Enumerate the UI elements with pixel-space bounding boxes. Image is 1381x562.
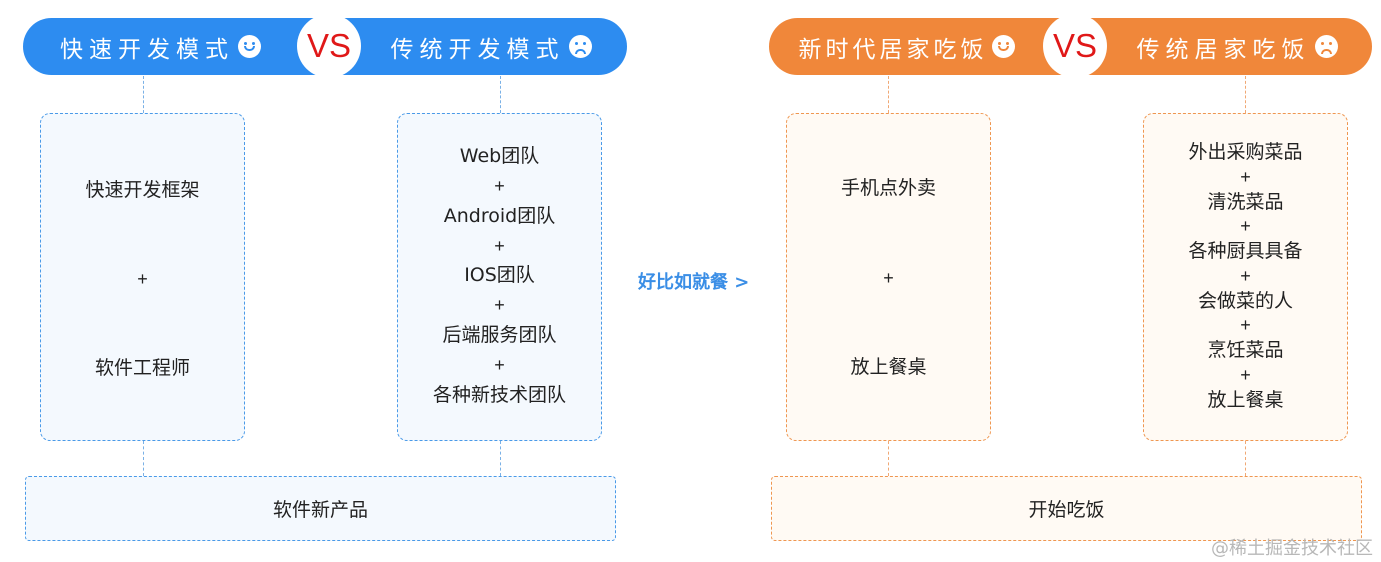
box-line: 各种厨具具备 — [1188, 240, 1303, 262]
box-line: 清洗菜品 — [1207, 191, 1284, 213]
plus-sign: + — [1240, 216, 1251, 236]
smile-face-icon — [991, 35, 1015, 58]
right-header-left-text: 新时代居家吃饭 — [798, 36, 988, 63]
plus-sign: + — [1240, 167, 1251, 187]
box-line: Web团队 — [459, 145, 540, 167]
sad-face-icon — [568, 35, 592, 58]
fast-dev-box: 快速开发框架 + 软件工程师 — [40, 113, 245, 441]
connector-line — [888, 76, 889, 113]
plus-sign: + — [494, 176, 505, 196]
connector-line — [500, 76, 501, 113]
box-line: IOS团队 — [464, 264, 535, 286]
watermark: @稀土掘金技术社区 — [1211, 538, 1373, 559]
plus-sign: + — [494, 295, 505, 315]
smile-face-icon — [238, 35, 261, 58]
connector-line — [143, 441, 144, 476]
plus-sign: + — [494, 355, 505, 375]
box-line: 会做菜的人 — [1197, 290, 1293, 312]
box-line: 放上餐桌 — [850, 356, 927, 378]
box-line: 各种新技术团队 — [432, 384, 566, 406]
plus-sign: + — [1240, 365, 1251, 385]
traditional-dev-box: Web团队 + Android团队 + IOS团队 + 后端服务团队 + 各种新… — [397, 113, 602, 441]
left-header-right-title: 传统开发模式 — [355, 18, 627, 75]
right-result-box: 开始吃饭 — [771, 476, 1362, 541]
left-header-right-text: 传统开发模式 — [390, 36, 565, 63]
plus-sign: + — [494, 236, 505, 256]
traditional-dining-box: 外出采购菜品 + 清洗菜品 + 各种厨具具备 + 会做菜的人 + 烹饪菜品 + … — [1143, 113, 1348, 441]
modern-dining-box: 手机点外卖 + 放上餐桌 — [786, 113, 991, 441]
connector-line — [888, 441, 889, 476]
sad-face-icon — [1314, 35, 1338, 58]
result-text: 软件新产品 — [272, 499, 368, 521]
plus-sign: + — [1240, 315, 1251, 335]
result-text: 开始吃饭 — [1028, 499, 1105, 521]
connector-line — [500, 441, 501, 476]
box-line: 软件工程师 — [94, 357, 190, 379]
plus-sign: + — [1240, 266, 1251, 286]
connector-line — [1245, 441, 1246, 476]
left-result-box: 软件新产品 — [25, 476, 616, 541]
connector-line — [143, 76, 144, 113]
analogy-label: 好比如就餐 > — [638, 272, 750, 293]
right-vs-badge: VS — [1043, 14, 1107, 78]
right-header-right-title: 传统居家吃饭 — [1102, 18, 1372, 75]
box-line: 外出采购菜品 — [1188, 141, 1303, 163]
plus-sign: + — [137, 269, 148, 289]
left-header-left-title: 快速开发模式 — [23, 18, 298, 75]
box-line: 后端服务团队 — [442, 324, 557, 346]
right-header-left-title: 新时代居家吃饭 — [769, 18, 1044, 75]
plus-sign: + — [883, 268, 894, 288]
connector-line — [1245, 76, 1246, 113]
box-line: Android团队 — [443, 205, 556, 227]
box-line: 手机点外卖 — [840, 177, 936, 199]
right-header-right-text: 传统居家吃饭 — [1136, 36, 1311, 63]
box-line: 烹饪菜品 — [1207, 339, 1284, 361]
box-line: 快速开发框架 — [85, 179, 200, 201]
left-vs-badge: VS — [297, 14, 361, 78]
box-line: 放上餐桌 — [1207, 389, 1284, 411]
left-header-left-text: 快速开发模式 — [60, 36, 234, 63]
